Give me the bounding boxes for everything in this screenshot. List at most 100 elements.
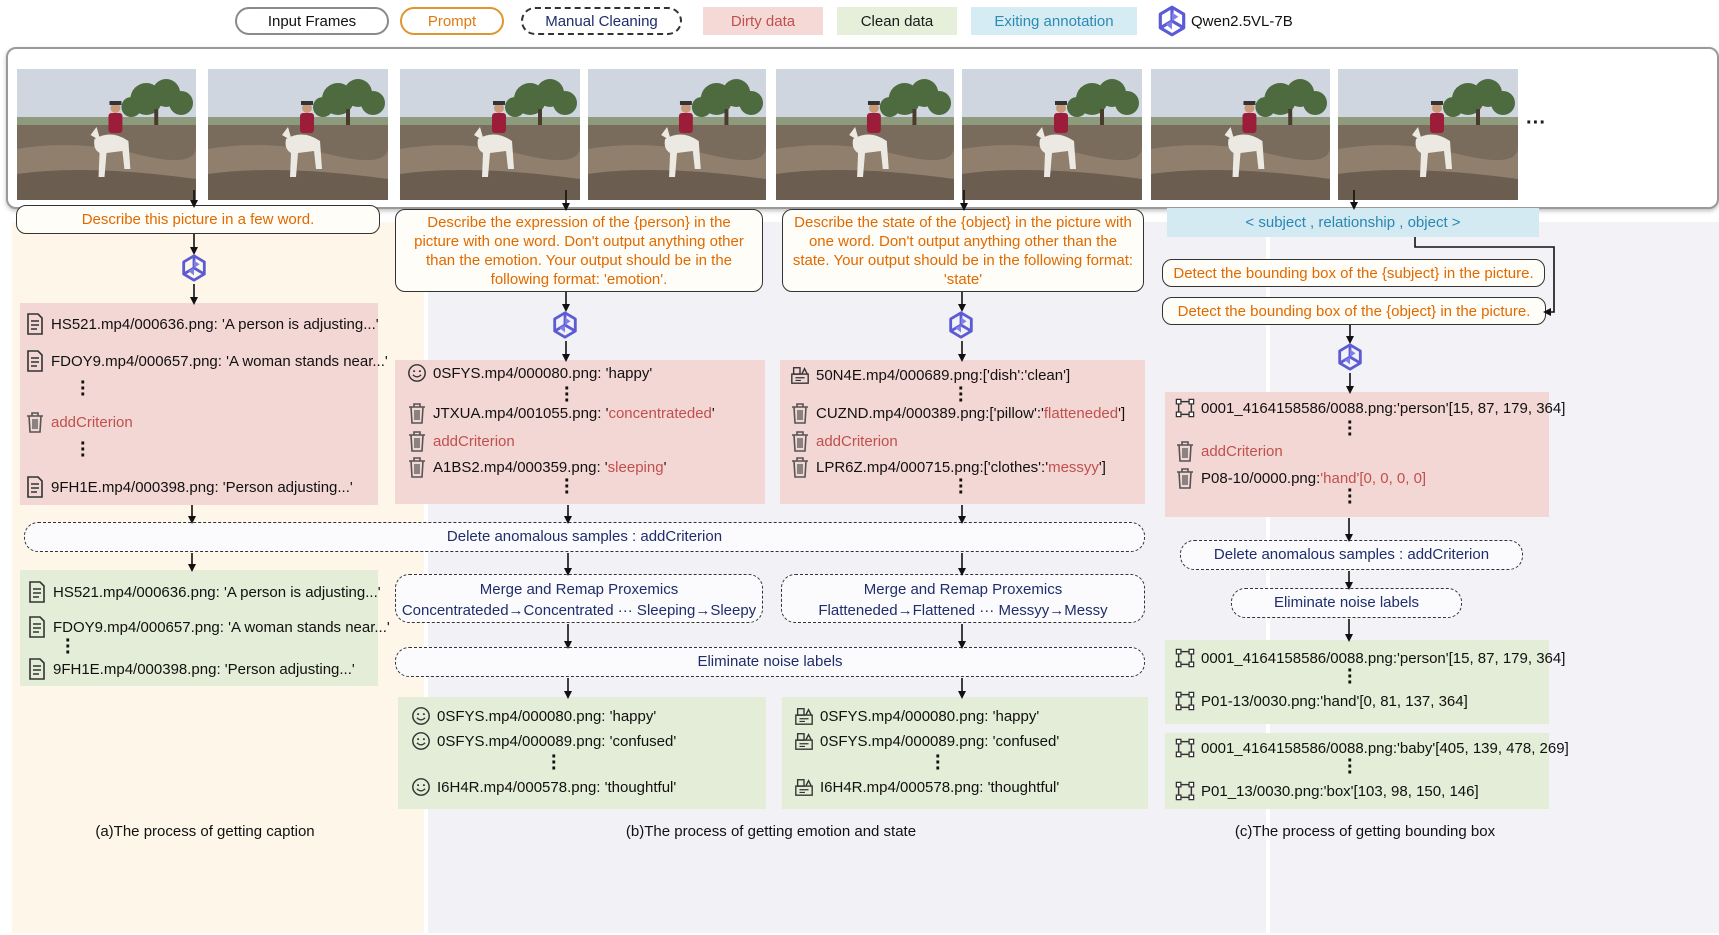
emotion-state-panel-title: (b)The process of getting emotion and st… — [625, 823, 917, 840]
list-item: 0SFYS.mp4/000080.png: 'happy' — [407, 362, 652, 384]
bounding-box-panel — [1270, 222, 1719, 933]
bounding-box-icon — [1175, 690, 1195, 712]
bounding-box-icon — [1175, 397, 1195, 419]
list-item: 0SFYS.mp4/000089.png: 'confused' — [794, 730, 1059, 752]
document-icon — [25, 350, 45, 372]
list-item: FDOY9.mp4/000657.png: 'A woman stands ne… — [27, 616, 390, 638]
legend-label: Exiting annotation — [994, 12, 1114, 30]
document-icon — [27, 658, 47, 680]
list-item: P01-13/0030.png:'hand'[0, 81, 137, 364] — [1175, 690, 1468, 712]
bbox-delete-anomalous-step: Delete anomalous samples : addCriterion — [1180, 540, 1523, 570]
item-text: P08-10/0000.png:'hand'[0, 0, 0, 0] — [1201, 470, 1426, 487]
more-frames-ellipsis: ··· — [1526, 112, 1546, 134]
item-text: 0SFYS.mp4/000089.png: 'confused' — [437, 732, 677, 750]
item-suffix: ' — [711, 404, 715, 422]
smiley-icon — [411, 705, 431, 727]
item-text: JTXUA.mp4/001055.png: 'concentrateded' — [433, 405, 715, 422]
list-item: LPR6Z.mp4/000715.png:['clothes':'messyy'… — [790, 456, 1106, 478]
existing-annotation: < subject , relationship , object > — [1167, 208, 1539, 237]
list-item: addCriterion — [1175, 440, 1283, 462]
smiley-icon — [411, 776, 431, 798]
vertical-ellipsis: ··· — [80, 433, 87, 467]
list-item: FDOY9.mp4/000657.png: 'A woman stands ne… — [25, 350, 388, 372]
item-text: 0001_4164158586/0088.png:'person'[15, 87… — [1201, 649, 1566, 667]
bbox-dirty-data — [1165, 392, 1549, 517]
objects-icon — [794, 730, 814, 752]
item-text: FDOY9.mp4/000657.png: 'A woman stands ne… — [53, 618, 390, 636]
item-text: FDOY9.mp4/000657.png: 'A woman stands ne… — [51, 352, 388, 370]
legend-dirty-data: Dirty data — [703, 7, 823, 35]
trash-icon — [790, 430, 810, 452]
item-text: HS521.mp4/000636.png: 'A person is adjus… — [51, 315, 379, 333]
trash-icon — [407, 430, 427, 452]
item-prefix: CUZND.mp4/000389.png:['pillow':' — [816, 404, 1044, 422]
vertical-ellipsis: ··· — [564, 470, 571, 504]
list-item: 0001_4164158586/0088.png:'baby'[405, 139… — [1175, 737, 1569, 759]
legend-label: Dirty data — [730, 12, 796, 30]
caption-panel-title: (a)The process of getting caption — [95, 823, 315, 840]
bbox-clean-object — [1165, 733, 1549, 809]
item-text: 0001_4164158586/0088.png:'person'[15, 87… — [1201, 399, 1566, 417]
list-item: HS521.mp4/000636.png: 'A person is adjus… — [25, 313, 379, 335]
objects-icon — [790, 364, 810, 386]
emotion-prompt: Describe the expression of the {person} … — [395, 209, 763, 292]
item-text: A1BS2.mp4/000359.png: 'sleeping' — [433, 459, 666, 476]
item-value: 'hand'[0, 0, 0, 0] — [1320, 469, 1427, 487]
item-prefix: P08-10/0000.png: — [1201, 469, 1321, 487]
caption-dirty-data — [20, 303, 378, 505]
vertical-ellipsis: ··· — [564, 378, 571, 412]
subject-prompt: Detect the bounding box of the {subject}… — [1162, 259, 1545, 287]
item-suffix: '] — [1118, 404, 1126, 422]
item-value: addCriterion — [816, 432, 898, 450]
item-value: 'happy' — [605, 364, 653, 382]
list-item: CUZND.mp4/000389.png:['pillow':'flattene… — [790, 402, 1125, 424]
item-prefix: JTXUA.mp4/001055.png: ' — [433, 404, 609, 422]
legend-label: Clean data — [860, 12, 934, 30]
item-value: addCriterion — [433, 432, 515, 450]
item-value: concentrateded — [608, 404, 712, 422]
item-text: I6H4R.mp4/000578.png: 'thoughtful' — [437, 778, 677, 796]
trash-icon — [407, 402, 427, 424]
vertical-ellipsis: ··· — [65, 630, 72, 664]
video-frame — [17, 69, 196, 200]
item-text: I6H4R.mp4/000578.png: 'thoughtful' — [820, 778, 1060, 796]
item-text: 9FH1E.mp4/000398.png: 'Person adjusting.… — [51, 478, 353, 496]
vertical-ellipsis: ··· — [80, 372, 87, 406]
vertical-ellipsis: ··· — [1347, 480, 1354, 514]
trash-icon — [1175, 440, 1195, 462]
document-icon — [27, 581, 47, 603]
list-item: 9FH1E.mp4/000398.png: 'Person adjusting.… — [27, 658, 355, 680]
objects-icon — [794, 705, 814, 727]
objects-icon — [794, 776, 814, 798]
list-item: P01_13/0030.png:'box'[103, 98, 150, 146] — [1175, 780, 1479, 802]
state-clean-data — [782, 697, 1148, 809]
emotion-clean-data — [398, 697, 766, 809]
list-item: addCriterion — [25, 411, 133, 433]
model-icon — [550, 310, 580, 340]
list-item: 0SFYS.mp4/000080.png: 'happy' — [794, 705, 1039, 727]
video-frame — [208, 69, 388, 200]
item-text: 0001_4164158586/0088.png:'baby'[405, 139… — [1201, 739, 1569, 757]
item-text: LPR6Z.mp4/000715.png:['clothes':'messyy'… — [816, 459, 1106, 476]
merge-body: Flatteneded→Flattened ··· Messyy→Messy — [818, 602, 1108, 619]
video-frame — [1151, 69, 1330, 200]
list-item: P08-10/0000.png:'hand'[0, 0, 0, 0] — [1175, 467, 1426, 489]
document-icon — [25, 313, 45, 335]
legend-label: Qwen2.5VL-7B — [1191, 12, 1293, 30]
model-icon — [1155, 4, 1189, 38]
item-value: flatteneded — [1043, 404, 1119, 422]
list-item: A1BS2.mp4/000359.png: 'sleeping' — [407, 456, 666, 478]
legend-label: Manual Cleaning — [545, 12, 658, 30]
emotion-merge-step: Merge and Remap Proxemics Concentrateded… — [395, 574, 763, 623]
state-merge-step: Merge and Remap Proxemics Flatteneded→Fl… — [781, 574, 1145, 623]
list-item: 0001_4164158586/0088.png:'person'[15, 87… — [1175, 397, 1565, 419]
bounding-box-icon — [1175, 737, 1195, 759]
trash-icon — [1175, 467, 1195, 489]
caption-prompt: Describe this picture in a few word. — [16, 205, 380, 234]
emotion-dirty-data — [395, 360, 765, 504]
bounding-box-panel-title: (c)The process of getting bounding box — [1234, 823, 1496, 840]
video-frame — [400, 69, 580, 200]
merge-title: Merge and Remap Proxemics — [479, 581, 679, 598]
bounding-box-icon — [1175, 780, 1195, 802]
video-frame — [776, 69, 954, 200]
